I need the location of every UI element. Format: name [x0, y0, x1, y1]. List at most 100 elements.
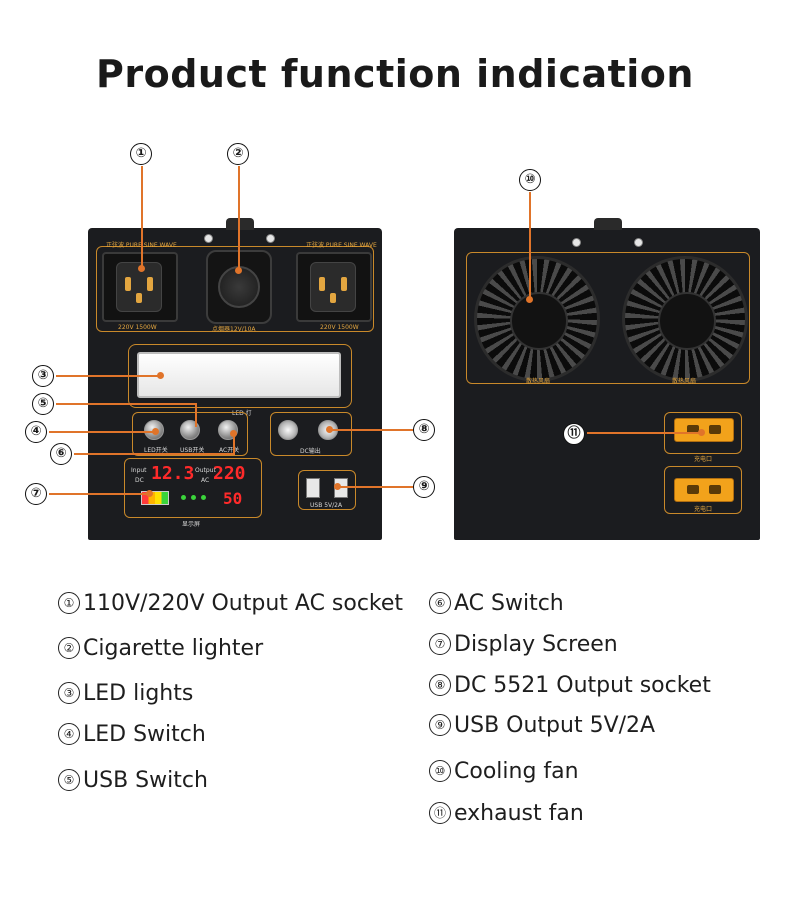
legend-text: USB Output 5V/2A [454, 713, 656, 738]
leader-dot-9 [334, 483, 341, 490]
screw [204, 234, 213, 243]
display-screen-label: 显示屏 [182, 521, 201, 528]
legend-number: ⑥ [429, 592, 451, 614]
fan-panel [466, 252, 750, 384]
leader-dot-1 [138, 265, 145, 272]
lighter-label: 点烟器12V/10A [212, 326, 256, 333]
display-frequency-value: 50 [223, 489, 243, 508]
leader-line-4 [49, 431, 155, 433]
leader-dot-2 [235, 267, 242, 274]
legend-text: LED lights [83, 681, 194, 706]
legend-number: ⑩ [429, 760, 451, 782]
legend-text: LED Switch [83, 722, 206, 747]
legend-number: ⑤ [58, 769, 80, 791]
display-input-label: Input [131, 467, 147, 474]
led-light-label: LED 灯 [232, 410, 252, 417]
leader-line-8 [330, 429, 413, 431]
callout-9: ⑨ [413, 476, 435, 498]
legend-number: ⑨ [429, 714, 451, 736]
legend-text: Display Screen [454, 632, 618, 657]
leader-line-5a [56, 403, 196, 405]
legend-number: ⑦ [429, 633, 451, 655]
leader-line-6a [74, 453, 235, 455]
legend-text: exhaust fan [454, 801, 584, 826]
display-dc-label: DC [135, 477, 144, 484]
legend-text: Cigarette lighter [83, 636, 264, 661]
legend-number: ③ [58, 682, 80, 704]
screw [266, 234, 275, 243]
charge-port-1[interactable] [674, 418, 734, 442]
leader-dot-8 [326, 426, 333, 433]
charge-port-2[interactable] [674, 478, 734, 502]
legend-number: ⑪ [429, 802, 451, 824]
screw [572, 238, 581, 247]
callout-3: ③ [32, 365, 54, 387]
legend-number: ④ [58, 723, 80, 745]
display-output-label: Output [195, 467, 216, 474]
leader-dot-6 [230, 430, 237, 437]
callout-4: ④ [25, 421, 47, 443]
display-input-value: 12.3 [151, 463, 195, 484]
led-light-lens [137, 352, 341, 398]
fan-hub [658, 292, 716, 350]
callout-1: ① [130, 143, 152, 165]
back-panel: 散热风扇 散热风扇 充电口 充电口 [454, 218, 760, 540]
legend-number: ② [58, 637, 80, 659]
fan-label-right: 散热风扇 [672, 378, 697, 385]
switch-label-ac: AC开关 [219, 447, 240, 454]
legend-number: ① [58, 592, 80, 614]
leader-line-10 [529, 192, 531, 299]
ac-socket-right[interactable] [296, 252, 372, 322]
charge-label-1: 充电口 [694, 456, 713, 463]
page-title: Product function indication [96, 52, 694, 96]
leader-line-7 [49, 493, 149, 495]
leader-dot-3 [157, 372, 164, 379]
usb-group [298, 470, 356, 510]
legend-text: 110V/220V Output AC socket [83, 591, 404, 616]
top-knob [594, 218, 622, 230]
leader-dot-10 [526, 296, 533, 303]
socket-strip [96, 246, 374, 332]
switch-label-led: LED开关 [144, 447, 168, 454]
ac-socket-left[interactable] [102, 252, 178, 322]
dc-output-group [270, 412, 352, 456]
legend-text: AC Switch [454, 591, 564, 616]
socket-bottom-label-left: 220V 1500W [118, 324, 157, 331]
usb-label: USB 5V/2A [310, 502, 343, 509]
indicator-dot-green [201, 495, 206, 500]
leader-dot-11 [698, 429, 705, 436]
legend-text: USB Switch [83, 768, 208, 793]
callout-11: ⑪ [563, 423, 585, 445]
display-screen: Input DC 12.3 Output AC 220 50 [124, 458, 262, 518]
legend-text: Cooling fan [454, 759, 579, 784]
callout-10: ⑩ [519, 169, 541, 191]
front-panel: 正弦波 PURE SINE WAVE 正弦波 PURE SINE WAVE 22… [88, 218, 382, 540]
usb-port-1[interactable] [306, 478, 320, 498]
callout-6: ⑥ [50, 443, 72, 465]
dc-output-port-1[interactable] [278, 420, 298, 440]
legend-text: DC 5521 Output socket [454, 673, 711, 698]
leader-line-2 [238, 166, 240, 270]
leader-line-6b [233, 436, 235, 455]
charge-port-box-2 [664, 466, 742, 514]
switch-label-usb: USB开关 [180, 447, 205, 454]
fan-label-left: 散热风扇 [526, 378, 551, 385]
fan-hub [510, 292, 568, 350]
top-knob [226, 218, 254, 230]
cooling-fan-left [474, 256, 600, 382]
leader-line-5b [195, 403, 197, 427]
leader-line-3 [56, 375, 160, 377]
leader-dot-4 [152, 428, 159, 435]
usb-switch[interactable] [180, 420, 200, 440]
led-light-bar [128, 344, 352, 408]
leader-line-11 [587, 432, 701, 434]
display-output-value: 220 [213, 463, 246, 484]
